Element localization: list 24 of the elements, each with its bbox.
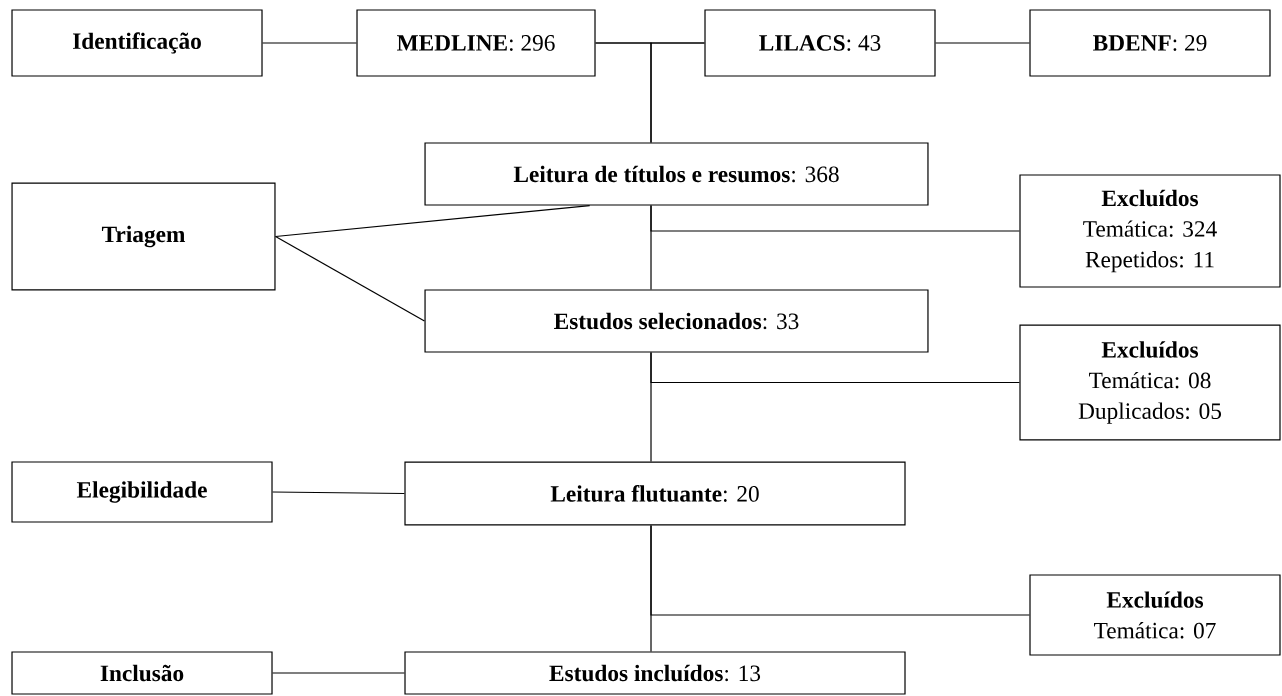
- process-box: Leitura de títulos e resumos: 368: [424, 142, 929, 206]
- process-box: Leitura flutuante: 20: [404, 461, 906, 526]
- connector-line: [272, 491, 405, 495]
- connector-line: [272, 672, 405, 674]
- stage-box: Elegibilidade: [11, 461, 273, 523]
- stage-box: Identificação: [11, 9, 263, 77]
- process-box: Estudos selecionados: 33: [424, 289, 929, 353]
- stage-box: Inclusão: [11, 651, 273, 695]
- connector-line: [650, 352, 1020, 384]
- connector-line: [935, 42, 1030, 44]
- process-box: Estudos incluídos: 13: [404, 651, 906, 695]
- exclusion-box: Excluídos Temática: 08 Duplicados: 05: [1019, 324, 1281, 441]
- connector-line: [650, 524, 1030, 616]
- process-box: MEDLINE: 296: [356, 9, 596, 77]
- connector-line: [262, 42, 357, 44]
- exclusion-box: Excluídos Temática: 07: [1029, 574, 1281, 656]
- exclusion-box: Excluídos Temática: 324 Repetidos: 11: [1019, 174, 1281, 288]
- connector-line: [274, 205, 591, 238]
- connector-line: [274, 235, 426, 322]
- connector-line: [650, 42, 705, 143]
- connector-line: [650, 205, 1020, 232]
- process-box: LILACS: 43: [704, 9, 936, 77]
- process-box: BDENF: 29: [1029, 9, 1271, 77]
- stage-box: Triagem: [11, 182, 276, 291]
